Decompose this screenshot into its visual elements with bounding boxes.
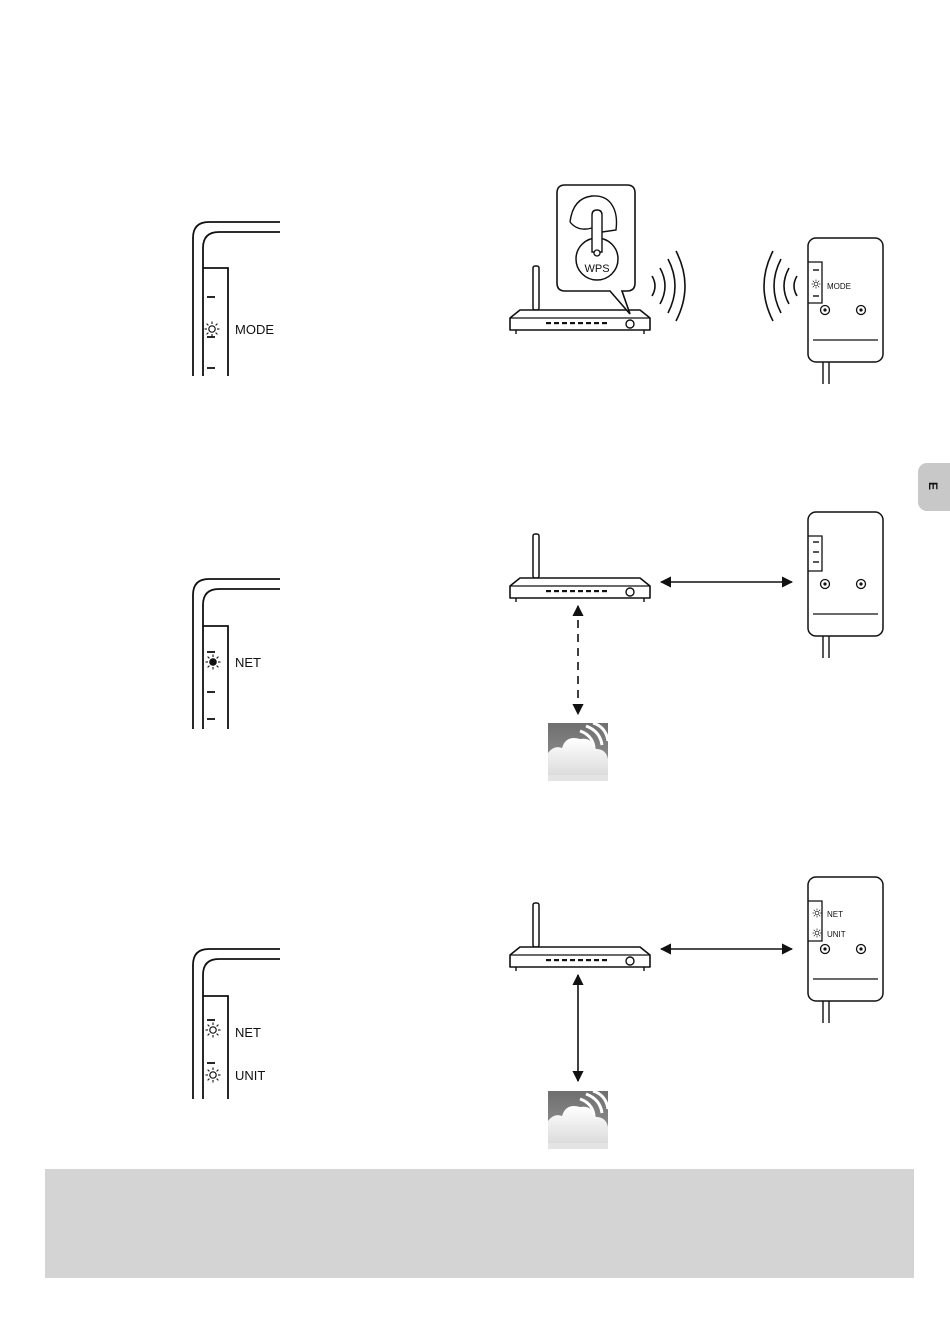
router-icon [510, 534, 650, 602]
adapter-module-icon [808, 877, 883, 1023]
wps-label: WPS [584, 263, 609, 275]
mode-label: MODE [235, 322, 274, 337]
cloud-icon [548, 1091, 608, 1149]
module-net-label: NET [827, 910, 843, 919]
footer-note-box [45, 1169, 914, 1278]
panel-2-network-scene [510, 512, 883, 781]
net-led-icon [206, 1023, 221, 1038]
unit-led-icon [206, 1068, 221, 1083]
panel-3-net-unit-closeup: NET UNIT [193, 949, 280, 1099]
wifi-waves-out-icon [652, 251, 685, 321]
finger-icon [592, 210, 602, 252]
net-label: NET [235, 1025, 261, 1040]
module-mode-label: MODE [827, 282, 851, 291]
adapter-module-icon [808, 512, 883, 658]
adapter-module-icon [808, 238, 883, 384]
panel-1-module: MODE [764, 238, 883, 384]
router-icon [510, 903, 650, 971]
panel-1-wps-scene: WPS [510, 185, 685, 334]
mode-led-icon [205, 322, 220, 337]
wifi-waves-in-icon [764, 251, 797, 321]
unit-label: UNIT [235, 1068, 265, 1083]
net-label: NET [235, 655, 261, 670]
module-unit-label: UNIT [827, 930, 846, 939]
cloud-icon [548, 723, 608, 781]
panel-3-network-scene: NET UNIT [510, 877, 883, 1149]
panel-1-mode-closeup: MODE [193, 222, 280, 376]
panel-2-net-closeup: NET [193, 579, 280, 729]
